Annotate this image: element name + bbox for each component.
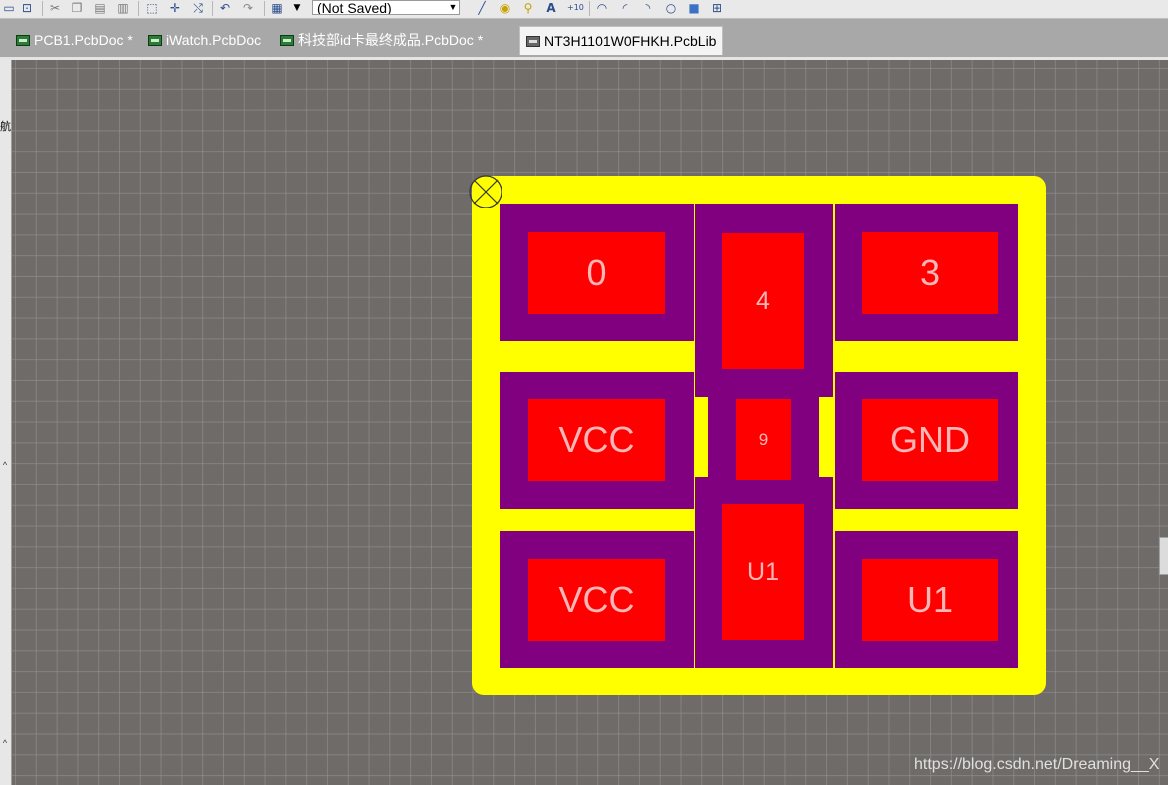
document-tab-strip: PCB1.PcbDoc * iWatch.PcbDoc 科技部id卡最终成品.P… xyxy=(0,19,1168,57)
pad-0[interactable]: 0 xyxy=(528,232,665,314)
fill-icon[interactable]: ■ xyxy=(688,1,700,15)
cut-icon[interactable]: ✂ xyxy=(49,1,61,15)
tab-label: iWatch.PcbDoc xyxy=(166,32,262,48)
paste-icon[interactable]: ▤ xyxy=(94,1,106,15)
pcb-document-icon xyxy=(280,35,294,46)
tab-label: PCB1.PcbDoc * xyxy=(34,32,133,48)
via-icon[interactable]: ⚲ xyxy=(523,1,533,15)
text-icon[interactable]: A xyxy=(546,1,556,15)
cross-select-icon[interactable]: ⤭ xyxy=(193,1,203,15)
left-panel-label: 航 xyxy=(0,121,11,133)
toolbar-separator xyxy=(138,1,139,16)
origin-marker-icon xyxy=(469,175,502,208)
pad-u1-center[interactable]: U1 xyxy=(722,504,804,640)
pad-vcc-2[interactable]: VCC xyxy=(528,559,665,641)
undo-icon[interactable]: ↶ xyxy=(219,1,231,15)
pcb-document-icon xyxy=(16,35,30,46)
toolbar-separator xyxy=(589,1,590,16)
watermark-text: https://blog.csdn.net/Dreaming__X xyxy=(914,756,1160,773)
grid-dropdown-icon[interactable]: ▼ xyxy=(293,3,301,13)
chevron-down-icon[interactable]: ▼ xyxy=(448,2,458,12)
tab-strip-border xyxy=(0,57,1168,60)
arc-center-icon[interactable]: ◠ xyxy=(596,1,608,15)
copy-icon[interactable]: ❐ xyxy=(71,1,83,15)
toolbar: ▭ ⊡ ✂ ❐ ▤ ▥ ⬚ ✛ ⤭ ↶ ↷ ▦ ▼ (Not Saved) ▼ … xyxy=(0,0,1168,19)
pad-3[interactable]: 3 xyxy=(862,232,998,314)
tab-iwatch[interactable]: iWatch.PcbDoc xyxy=(148,28,261,52)
string-icon[interactable]: +10 xyxy=(567,3,584,12)
tab-id-card[interactable]: 科技部id卡最终成品.PcbDoc * xyxy=(280,28,483,52)
pad-icon[interactable]: ◉ xyxy=(499,1,511,15)
chevron-up-icon[interactable]: ^ xyxy=(2,460,8,470)
tab-label: NT3H1101W0FHKH.PcbLib xyxy=(544,33,717,49)
tab-nt3h1101-pcblib[interactable]: NT3H1101W0FHKH.PcbLib xyxy=(519,26,724,55)
toolbar-separator xyxy=(264,1,265,16)
zoom-icon[interactable]: ▭ xyxy=(3,1,15,15)
grid-icon[interactable]: ▦ xyxy=(271,1,283,15)
tab-pcb1[interactable]: PCB1.PcbDoc * xyxy=(16,28,133,52)
toolbar-separator xyxy=(42,1,43,16)
pcb-library-icon xyxy=(526,36,540,47)
redo-icon[interactable]: ↷ xyxy=(242,1,254,15)
right-panel-handle[interactable] xyxy=(1159,537,1168,575)
arc-any-icon[interactable]: ◝ xyxy=(645,1,651,15)
line-icon[interactable]: ╱ xyxy=(478,1,486,15)
left-panel-collapsed[interactable]: 航 ^ ^ xyxy=(0,60,12,785)
array-icon[interactable]: ⊞ xyxy=(711,1,723,15)
tab-label: 科技部id卡最终成品.PcbDoc * xyxy=(298,32,484,48)
move-icon[interactable]: ✛ xyxy=(169,1,181,15)
pad-9[interactable]: 9 xyxy=(736,399,791,480)
pad-vcc-1[interactable]: VCC xyxy=(528,399,665,481)
toolbar-separator xyxy=(212,1,213,16)
arc-edge-icon[interactable]: ◜ xyxy=(622,1,628,15)
select-rect-icon[interactable]: ⬚ xyxy=(146,1,158,15)
pcb-document-icon xyxy=(148,35,162,46)
pad-u1-right[interactable]: U1 xyxy=(862,559,998,641)
layer-set-combo[interactable]: (Not Saved) xyxy=(312,0,460,15)
circle-icon[interactable]: ○ xyxy=(665,1,677,15)
chevron-up-icon[interactable]: ^ xyxy=(2,738,8,748)
paste-special-icon[interactable]: ▥ xyxy=(117,1,129,15)
zoom-area-icon[interactable]: ⊡ xyxy=(21,1,33,15)
pad-gnd[interactable]: GND xyxy=(862,399,998,481)
pad-4[interactable]: 4 xyxy=(722,233,804,369)
